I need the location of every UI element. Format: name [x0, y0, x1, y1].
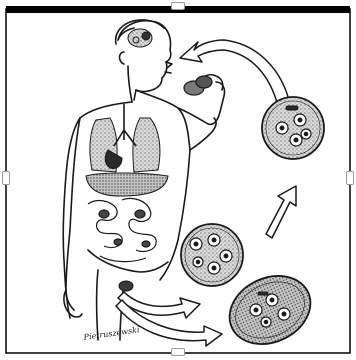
- resize-handle-top[interactable]: [171, 2, 185, 10]
- cyst-top: [262, 97, 324, 159]
- resize-handle-left[interactable]: [2, 171, 10, 185]
- resize-handle-right[interactable]: [346, 171, 354, 185]
- feces: [119, 281, 133, 291]
- resize-handle-bottom[interactable]: [171, 348, 185, 356]
- cyst-middle: [181, 224, 243, 286]
- brain-cyst: [128, 29, 152, 47]
- mouth: [165, 72, 171, 73]
